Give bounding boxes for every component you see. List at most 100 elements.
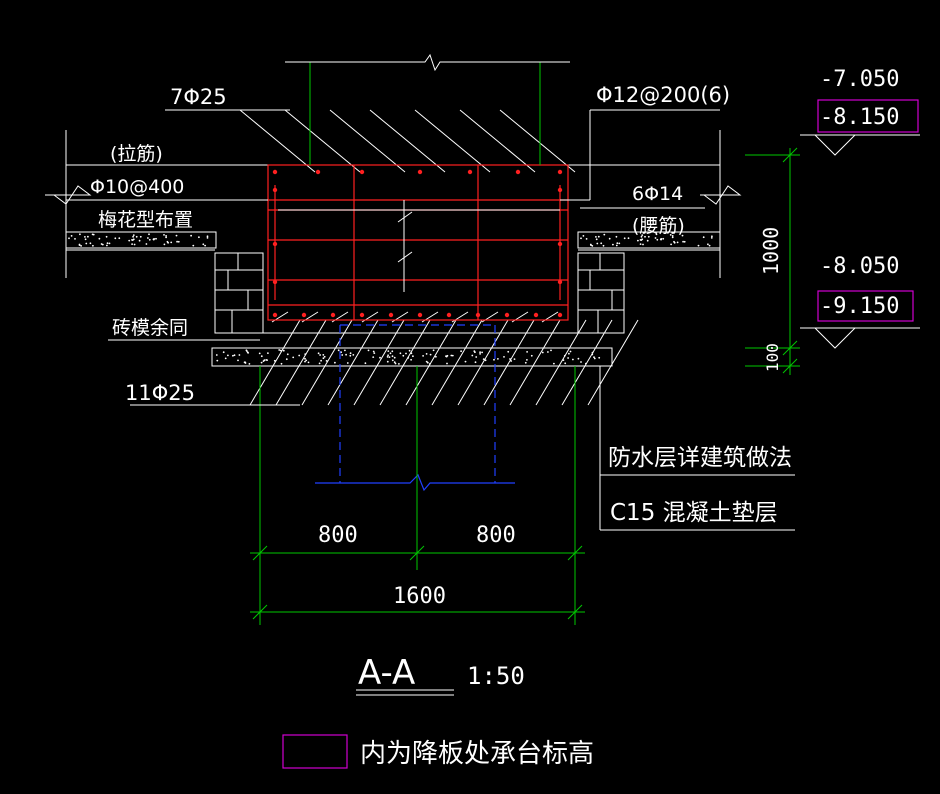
hatch-line xyxy=(379,319,431,406)
concrete-speck xyxy=(243,361,246,364)
concrete-speck xyxy=(639,239,642,241)
concrete-speck xyxy=(493,358,495,361)
concrete-speck xyxy=(349,352,352,355)
concrete-speck xyxy=(165,235,168,237)
concrete-speck xyxy=(260,361,263,364)
concrete-speck xyxy=(190,234,193,237)
hatch-line xyxy=(405,319,457,406)
rebar-dots xyxy=(272,169,563,318)
concrete-speck xyxy=(503,356,505,358)
hatch-line xyxy=(327,319,379,406)
concrete-speck xyxy=(585,238,588,240)
concrete-speck xyxy=(595,238,598,241)
pile-outline xyxy=(339,324,496,483)
top-break-line xyxy=(285,53,570,72)
concrete-speck xyxy=(644,235,646,238)
concrete-speck xyxy=(304,357,306,360)
concrete-speck xyxy=(408,349,411,352)
concrete-speck xyxy=(114,237,117,240)
concrete-speck xyxy=(681,234,684,237)
concrete-speck xyxy=(541,351,544,354)
concrete-speck xyxy=(74,238,76,240)
label-stirrup: Φ12@200(6) xyxy=(596,83,730,107)
concrete-speck xyxy=(405,352,407,355)
rebar-leader-line xyxy=(414,109,491,173)
hatch-line xyxy=(301,319,353,406)
concrete-speck xyxy=(265,359,268,361)
concrete-speck xyxy=(282,349,285,352)
concrete-speck xyxy=(85,242,88,245)
concrete-speck xyxy=(567,357,569,359)
concrete-speck xyxy=(152,238,155,241)
concrete-speck xyxy=(475,356,478,358)
elevation-upper-boxed: -8.150 xyxy=(820,105,899,130)
concrete-speck xyxy=(170,241,173,244)
concrete-speck xyxy=(660,238,662,241)
rebar-leader-line xyxy=(239,109,316,173)
concrete-speck xyxy=(175,234,178,237)
concrete-speck xyxy=(298,354,301,357)
rebar-dot xyxy=(272,187,278,193)
concrete-speck xyxy=(600,242,603,245)
concrete-speck xyxy=(582,235,585,237)
concrete-speck xyxy=(422,355,424,357)
concrete-speck xyxy=(248,363,251,365)
concrete-speck xyxy=(237,359,239,362)
concrete-speck xyxy=(245,350,248,352)
rebar-leader-line xyxy=(284,109,361,173)
concrete-speck xyxy=(590,244,592,247)
hatch-line xyxy=(353,319,405,406)
concrete-speck xyxy=(425,353,428,355)
concrete-speck xyxy=(460,350,462,353)
concrete-speck xyxy=(167,241,170,244)
concrete-speck xyxy=(386,356,389,358)
concrete-speck xyxy=(711,235,713,238)
concrete-speck xyxy=(497,358,499,360)
concrete-speck xyxy=(258,352,261,355)
concrete-speck xyxy=(373,352,376,354)
concrete-speck xyxy=(676,241,679,244)
concrete-speck xyxy=(238,354,241,356)
concrete-speck xyxy=(224,357,227,360)
concrete-speck xyxy=(550,349,552,352)
concrete-speck xyxy=(389,352,392,355)
concrete-speck xyxy=(344,349,346,352)
rebar-dot xyxy=(557,312,563,318)
concrete-speck xyxy=(132,235,135,238)
concrete-speck xyxy=(595,236,597,238)
concrete-speck xyxy=(394,362,397,365)
concrete-speck xyxy=(198,236,200,239)
concrete-speck xyxy=(177,240,180,243)
concrete-speck xyxy=(233,354,236,357)
concrete-speck xyxy=(425,360,428,363)
concrete-speck xyxy=(471,354,474,357)
concrete-speck xyxy=(206,235,209,238)
rebar-dot xyxy=(388,312,394,318)
concrete-speck xyxy=(106,244,108,247)
concrete-speck xyxy=(260,355,263,358)
concrete-speck xyxy=(654,237,657,239)
concrete-speck xyxy=(412,355,414,358)
concrete-speck xyxy=(446,362,448,365)
concrete-speck xyxy=(451,354,454,357)
concrete-speck xyxy=(280,362,283,365)
hatch-line xyxy=(431,319,483,406)
label-waterproof: 防水层详建筑做法 xyxy=(608,445,792,471)
concrete-speck xyxy=(334,361,336,364)
elevation-lower-top: -8.050 xyxy=(820,254,899,279)
concrete-speck xyxy=(530,354,533,357)
concrete-speck xyxy=(474,351,476,354)
concrete-speck xyxy=(602,244,605,247)
concrete-speck xyxy=(108,242,111,245)
concrete-speck xyxy=(580,361,582,363)
hatch-line xyxy=(587,319,639,406)
concrete-speck xyxy=(673,241,676,244)
dimension-lines xyxy=(250,62,800,625)
concrete-speck xyxy=(372,356,375,358)
rebar-dot xyxy=(330,312,336,318)
rebar-dot xyxy=(557,187,563,193)
concrete-speck xyxy=(337,349,340,352)
concrete-speck xyxy=(591,245,594,247)
concrete-speck xyxy=(92,244,94,247)
label-bottom-bars: 11Φ25 xyxy=(125,381,195,405)
